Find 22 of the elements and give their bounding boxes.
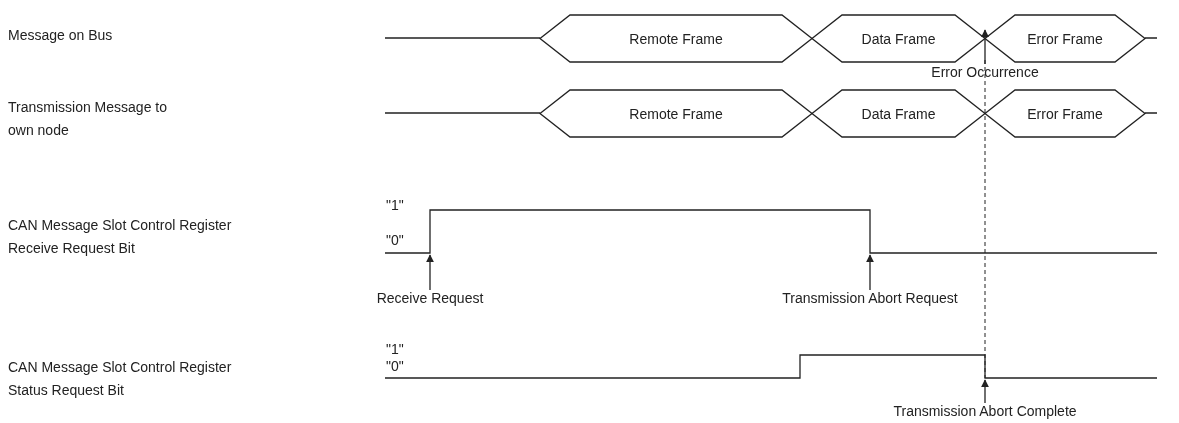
event-label: Transmission Abort Complete [893,403,1077,419]
leader-arrow [981,29,989,65]
event-label: Receive Request [376,290,484,306]
event-label: Transmission Abort Request [782,290,958,306]
row-label: CAN Message Slot Control Register Receive Request Bit [8,216,233,258]
row-label: Transmission Message to own node [8,98,168,140]
level-label: "0" [386,231,404,250]
level-label: "1" [386,196,404,215]
frame-label: Data Frame [861,105,936,122]
frame-label: Remote Frame [629,105,723,122]
leader-arrow [866,254,874,291]
frame-label: Error Frame [1027,105,1103,122]
row-label: Message on Bus [8,26,114,45]
level-label: "0" [386,357,404,376]
leader-arrow [426,254,434,291]
event-label: Error Occurrence [931,64,1039,80]
level-label: "1" [386,340,404,359]
leader-arrow [981,379,989,404]
frame-label: Data Frame [861,30,936,47]
frame-label: Error Frame [1027,30,1103,47]
row-label: CAN Message Slot Control Register Status Request Bit [8,358,233,400]
frame-label: Remote Frame [629,30,723,47]
